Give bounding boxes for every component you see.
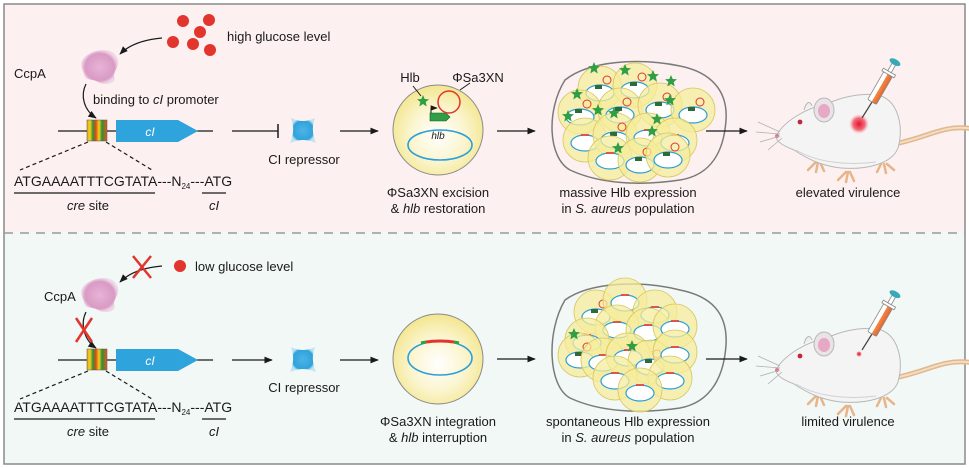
- top-sequence: ATGAAAATTTCGTATA---N24---ATG: [14, 173, 232, 191]
- top-population-caption-1: massive Hlb expression: [559, 185, 696, 200]
- bottom-cell: [392, 313, 484, 405]
- bottom-cre-site-box: [86, 348, 108, 371]
- bottom-cross-glucose: [132, 255, 152, 279]
- bottom-glucose-dot: [174, 260, 186, 272]
- bottom-population-caption-2: in S. aureus population: [561, 430, 694, 445]
- top-cell-caption-1: ΦSa3XN excision: [387, 185, 489, 200]
- top-binding-label: binding to cI promoter: [93, 92, 219, 107]
- bottom-ccpa-label: CcpA: [44, 289, 76, 304]
- top-phage-label: ΦSa3XN: [452, 70, 504, 85]
- bottom-mouse: [756, 287, 969, 416]
- bottom-sequence: ATGAAAATTTCGTATA---N24---ATG: [14, 399, 232, 417]
- top-infection-site: [849, 114, 869, 134]
- top-mouse: [756, 55, 969, 182]
- top-ci-gene: [116, 120, 198, 142]
- top-ci-gene-label: cI: [145, 125, 155, 139]
- bottom-integrated-phage: [425, 339, 455, 344]
- top-phage-circle: [437, 90, 461, 114]
- top-glucose-to-ccpa-arrow: [119, 37, 163, 55]
- bottom-cell-caption-2: & hlb interruption: [389, 430, 487, 445]
- bottom-ci-gene-label: cI: [145, 354, 155, 368]
- top-zoom-lines: [19, 141, 153, 171]
- bottom-mouse-caption: limited virulence: [801, 414, 894, 429]
- top-glucose-cluster: [167, 14, 216, 56]
- top-ccpa-protein: [81, 50, 119, 84]
- top-population: [551, 60, 727, 184]
- bottom-cell-caption-1: ΦSa3XN integration: [380, 414, 496, 429]
- top-cell-caption-2: & hlb restoration: [391, 201, 486, 216]
- top-ci-under-label: cI: [209, 198, 220, 213]
- bottom-ci-gene: [116, 349, 198, 371]
- top-repressor-label: CI repressor: [268, 152, 340, 167]
- bottom-glucose-to-ccpa-arrow: [119, 265, 163, 283]
- bottom-population: [551, 277, 727, 413]
- top-hlb-gene: [429, 112, 451, 122]
- bottom-infection-site: [856, 351, 862, 357]
- bottom-glucose-label: low glucose level: [195, 259, 293, 274]
- top-cell: [392, 82, 484, 176]
- bottom-cross-binding: [74, 317, 94, 343]
- top-hlb-toxin-label: Hlb: [400, 70, 420, 85]
- figure-border: [3, 3, 966, 465]
- bottom-population-caption-1: spontaneous Hlb expression: [546, 414, 710, 429]
- top-mouse-caption: elevated virulence: [796, 185, 901, 200]
- bottom-ci-under-label: cI: [209, 424, 220, 439]
- top-population-caption-2: in S. aureus population: [561, 201, 694, 216]
- top-ccpa-binding-arrow: [82, 83, 97, 119]
- bottom-ci-repressor: [290, 347, 316, 372]
- bottom-zoom-lines: [19, 370, 153, 400]
- top-ci-repressor: [290, 118, 316, 143]
- bottom-ccpa-protein: [81, 278, 119, 312]
- top-cre-site-label: cre site: [67, 198, 109, 213]
- top-glucose-label: high glucose level: [227, 29, 330, 44]
- top-hlb-gene-label: hlb: [431, 131, 445, 142]
- top-ccpa-label: CcpA: [14, 66, 46, 81]
- top-cre-site-box: [86, 119, 108, 142]
- bottom-cre-site-label: cre site: [67, 424, 109, 439]
- bottom-repressor-label: CI repressor: [268, 380, 340, 395]
